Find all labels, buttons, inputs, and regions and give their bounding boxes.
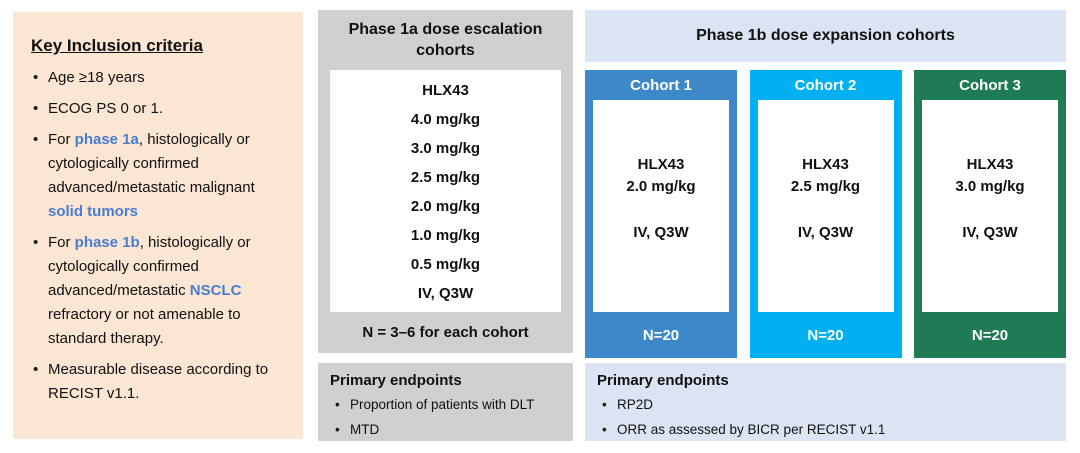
inclusion-criteria-title: Key Inclusion criteria xyxy=(31,36,203,55)
inclusion-text: ECOG PS 0 or 1. xyxy=(48,100,164,117)
phase1a-endpoints-title: Primary endpoints xyxy=(330,372,462,389)
inclusion-text: , histologically or cytologically confir… xyxy=(48,131,255,196)
dose-line: 0.5 mg/kg xyxy=(410,256,481,273)
inclusion-item: ECOG PS 0 or 1. xyxy=(31,97,291,121)
cohort-drug: HLX43 xyxy=(637,156,685,173)
cohort-header-label: Cohort 3 xyxy=(959,76,1021,94)
inclusion-item: Measurable disease according to RECIST v… xyxy=(31,358,291,406)
inclusion-criteria-panel: Key Inclusion criteria Age ≥18 yearsECOG… xyxy=(13,12,303,439)
phase1b-endpoints-panel: Primary endpoints RP2DORR as assessed by… xyxy=(585,363,1066,442)
cohort-header-label: Cohort 2 xyxy=(794,76,857,94)
cohort-route: IV, Q3W xyxy=(962,224,1018,241)
cohort-n-label: N=20 xyxy=(807,326,844,344)
inclusion-list: Age ≥18 yearsECOG PS 0 or 1. For phase 1a… xyxy=(31,66,291,406)
cohort-dose: 3.0 mg/kg xyxy=(955,178,1025,195)
cohort-route: IV, Q3W xyxy=(633,224,689,241)
inclusion-text: Measurable disease according to RECIST v… xyxy=(48,361,269,402)
phase1b-endpoints-title: Primary endpoints xyxy=(597,372,729,389)
phase1a-n-label: N = 3–6 for each cohort xyxy=(362,324,529,341)
dose-line: 3.0 mg/kg xyxy=(410,140,481,157)
cohort-drug: HLX43 xyxy=(802,156,849,173)
cohort-n-label: N=20 xyxy=(971,326,1009,344)
dose-line: 1.0 mg/kg xyxy=(410,227,481,244)
inclusion-item: Age ≥18 years xyxy=(31,66,291,90)
cohort-n-label: N=20 xyxy=(642,326,680,344)
highlighted-term: solid tumors xyxy=(48,203,139,220)
cohort-header-label: Cohort 1 xyxy=(630,76,692,94)
dose-line: 4.0 mg/kg xyxy=(410,111,481,128)
cohort-drug: HLX43 xyxy=(966,156,1014,173)
cohort-dose: 2.0 mg/kg xyxy=(626,178,696,195)
inclusion-text: refractory or not amenable to standard t… xyxy=(48,306,241,347)
phase1b-endpoints-list: RP2DORR as assessed by BICR per RECIST v… xyxy=(597,392,1054,442)
inclusion-text: For xyxy=(48,131,75,148)
highlighted-term: phase 1a xyxy=(74,131,139,148)
endpoint-item: RP2D xyxy=(597,392,1054,417)
endpoint-item: ORR as assessed by BICR per RECIST v1.1 xyxy=(597,417,1054,442)
phase1a-header: Phase 1a dose escalation cohorts xyxy=(348,21,543,59)
inclusion-item: For phase 1b, histologically or cytologi… xyxy=(31,231,291,351)
dose-list: HLX43 4.0 mg/kg 3.0 mg/kg 2.5 mg/kg 2.0 mg/k… xyxy=(330,70,561,312)
dose-line: IV, Q3W xyxy=(417,285,474,302)
cohort-route: IV, Q3W xyxy=(797,224,854,241)
dose-line: 2.0 mg/kg xyxy=(410,198,481,215)
highlighted-term: NSCLC xyxy=(189,282,242,299)
endpoint-item: Proportion of patients with DLT xyxy=(330,392,561,417)
phase1a-endpoints-list: Proportion of patients with DLTMTD xyxy=(330,392,561,442)
inclusion-item: For phase 1a, histologically or cytologi… xyxy=(31,128,291,224)
dose-line: HLX43 xyxy=(422,82,469,99)
cohort-dose: 2.5 mg/kg xyxy=(790,178,861,195)
dose-line: 2.5 mg/kg xyxy=(410,169,481,186)
highlighted-term: phase 1b xyxy=(74,234,140,251)
phase1b-header: Phase 1b dose expansion cohorts xyxy=(585,10,1066,62)
phase1a-endpoints-panel: Primary endpoints Proportion of patients… xyxy=(318,363,573,442)
inclusion-text: Age ≥18 years xyxy=(48,69,145,86)
phase1a-panel: Phase 1a dose escalation cohorts HLX43 4.… xyxy=(318,10,573,353)
endpoint-item: MTD xyxy=(330,417,561,442)
inclusion-text: , histologically or cytologically confir… xyxy=(48,234,251,299)
inclusion-text: For xyxy=(48,234,75,251)
